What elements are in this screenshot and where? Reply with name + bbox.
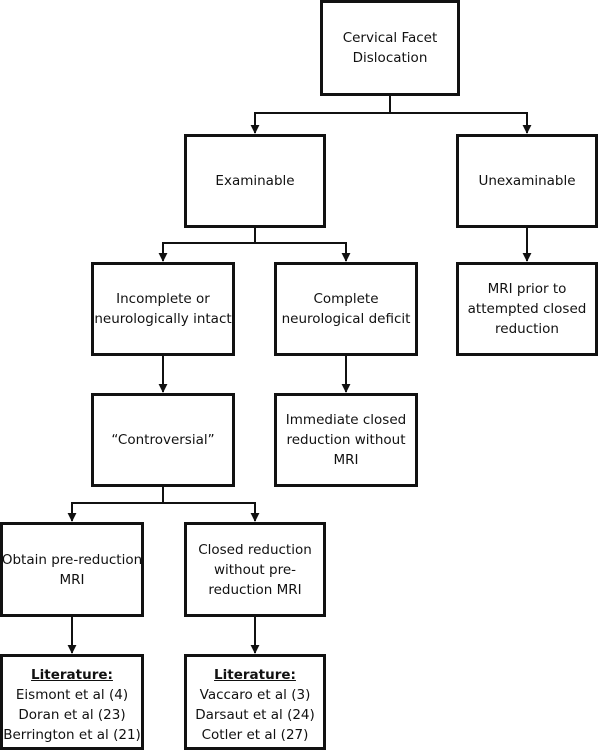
literature-heading: Literature: bbox=[31, 667, 113, 683]
literature-reference: Doran et al (23) bbox=[18, 707, 126, 723]
node-line: Incomplete or bbox=[116, 291, 210, 307]
node-line: reduction MRI bbox=[208, 581, 302, 598]
node-line: attempted closed bbox=[467, 301, 587, 317]
node-unexaminable: Unexaminable bbox=[456, 134, 598, 228]
node-line: Examinable bbox=[215, 173, 295, 189]
connector-arrow-examinable-to-complete bbox=[254, 228, 351, 262]
literature-reference: Eismont et al (4) bbox=[15, 687, 129, 703]
node-line: Immediate closed bbox=[285, 412, 407, 428]
node-line: neurologically intact bbox=[94, 311, 232, 327]
node-immediate-closed-reduction: Immediate closed reduction without MRI bbox=[274, 393, 418, 487]
connector-arrow-root-to-examinable bbox=[250, 96, 391, 134]
node-line: without pre- bbox=[213, 561, 297, 578]
connector-arrow-controversial-to-closed_no_mri bbox=[162, 487, 260, 522]
node-literature-left: Literature: Eismont et al (4) Doran et a… bbox=[0, 654, 144, 750]
node-line: Complete bbox=[313, 291, 379, 307]
node-literature-right: Literature: Vaccaro et al (3) Darsaut et… bbox=[184, 654, 326, 750]
literature-reference: Darsaut et al (24) bbox=[195, 707, 315, 723]
node-line: Obtain pre-reduction bbox=[1, 551, 143, 568]
node-line: MRI prior to bbox=[487, 281, 567, 297]
literature-reference: Berrington et al (21) bbox=[3, 727, 141, 743]
node-line: reduction without bbox=[286, 432, 406, 448]
node-line: Closed reduction bbox=[198, 541, 312, 558]
node-line: “Controversial” bbox=[111, 432, 215, 448]
node-line: Dislocation bbox=[352, 50, 428, 66]
node-line: Unexaminable bbox=[478, 173, 576, 189]
connector-arrow-controversial-to-obtain_mri bbox=[67, 487, 164, 522]
connector-arrow-root-to-unexaminable bbox=[389, 96, 532, 134]
literature-reference: Cotler et al (27) bbox=[201, 727, 309, 743]
connector-arrow-examinable-to-incomplete bbox=[158, 228, 256, 262]
node-obtain-pre-reduction-mri: Obtain pre-reduction MRI bbox=[0, 522, 144, 617]
node-mri-prior-to-reduction: MRI prior to attempted closed reduction bbox=[456, 262, 598, 356]
node-line: Cervical Facet bbox=[342, 30, 438, 46]
node-line: MRI bbox=[59, 571, 85, 588]
node-line: MRI bbox=[333, 452, 359, 468]
node-examinable: Examinable bbox=[184, 134, 326, 228]
node-controversial: “Controversial” bbox=[91, 393, 235, 487]
node-complete-deficit: Complete neurological deficit bbox=[274, 262, 418, 356]
node-incomplete-or-intact: Incomplete or neurologically intact bbox=[91, 262, 235, 356]
node-line: neurological deficit bbox=[281, 311, 411, 327]
node-closed-reduction-without-mri: Closed reduction without pre- reduction … bbox=[184, 522, 326, 617]
literature-reference: Vaccaro et al (3) bbox=[199, 687, 311, 703]
literature-heading: Literature: bbox=[214, 667, 296, 683]
root-node-cervical-facet-dislocation: Cervical Facet Dislocation bbox=[320, 0, 460, 96]
node-line: reduction bbox=[495, 321, 559, 337]
